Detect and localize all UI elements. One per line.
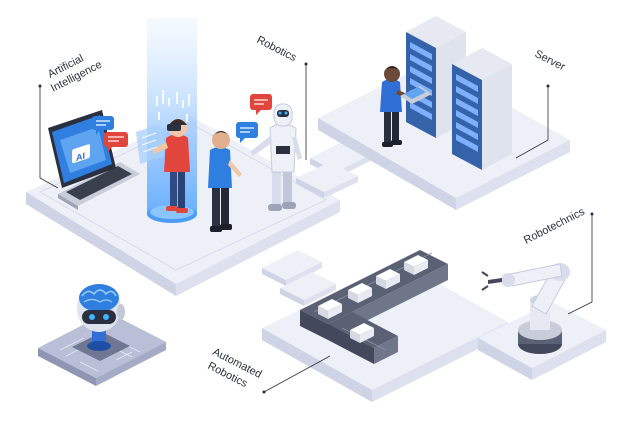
label-server-text: Server bbox=[533, 48, 568, 74]
laptop-screen-text: AI bbox=[76, 151, 85, 164]
server-rack-icon bbox=[406, 16, 512, 170]
conveyor-icon bbox=[300, 250, 448, 364]
humanoid-robot-icon bbox=[250, 103, 302, 211]
vr-user bbox=[152, 119, 190, 213]
label-robotechnics-text: Robotechnics bbox=[522, 205, 587, 246]
chat-bubble-icon bbox=[92, 116, 128, 152]
robot-head-icon bbox=[77, 284, 125, 351]
standing-man bbox=[208, 131, 242, 232]
chat-bubble-icon bbox=[236, 94, 272, 143]
robotic-arm-icon bbox=[481, 263, 570, 354]
automated-platform bbox=[262, 262, 508, 402]
technician bbox=[380, 66, 432, 147]
label-robotics-text: Robotics bbox=[255, 34, 299, 64]
